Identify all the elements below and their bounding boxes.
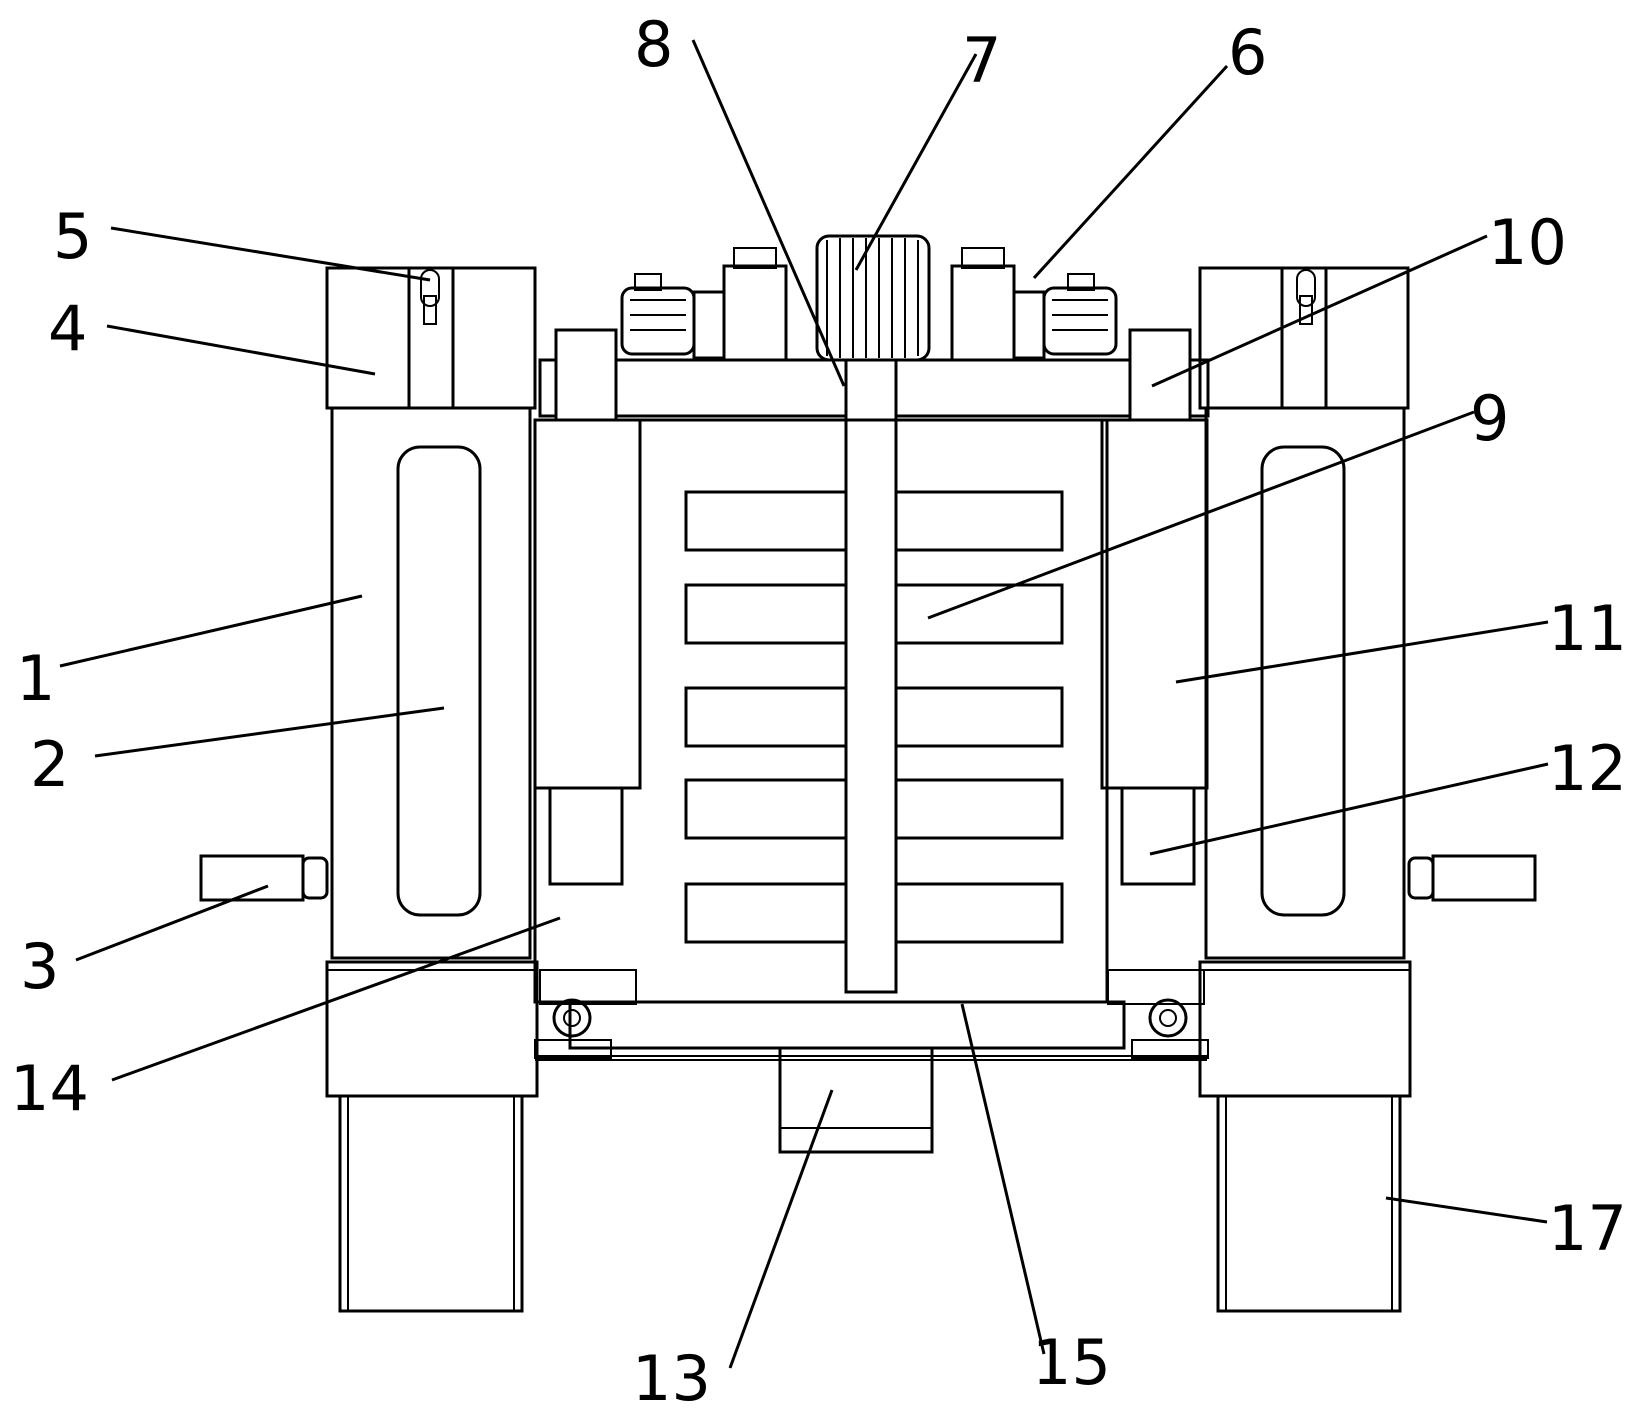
callout-2: 2: [30, 728, 69, 801]
right-clamp-block: [1128, 328, 1192, 422]
right-side-handle: [1407, 854, 1537, 902]
callout-labels: 1 2 3 4 5 6 7 8 9 10 11 12 13 14 15 17: [10, 8, 1627, 1411]
right-top-block-a: [1198, 266, 1284, 410]
leader-15: [960, 1003, 1046, 1355]
leader-6: [1032, 64, 1229, 280]
left-column-assembly: [199, 266, 539, 1313]
right-inner-cylinder-end: [1120, 786, 1196, 886]
callout-9: 9: [1470, 382, 1509, 455]
left-lower-sleeve: [325, 960, 539, 1098]
leader-3: [75, 884, 269, 962]
callout-7: 7: [962, 24, 1001, 97]
left-bolt-icon: [420, 269, 440, 325]
callout-3: 3: [20, 930, 59, 1003]
right-column-body: [1204, 406, 1406, 960]
central-shaft-step: [846, 418, 896, 994]
leader-9: [927, 410, 1475, 620]
callout-6: 6: [1228, 16, 1267, 89]
callout-15: 15: [1032, 1326, 1111, 1399]
right-lower-sleeve: [1198, 960, 1412, 1098]
callout-5: 5: [53, 200, 92, 273]
right-slot-window: [1260, 445, 1346, 917]
leader-7: [854, 53, 978, 271]
callout-11: 11: [1548, 592, 1627, 665]
leader-10: [1151, 234, 1488, 388]
leader-lines: [59, 39, 1549, 1369]
right-motor-icon: [950, 247, 1118, 362]
left-clamp-block: [554, 328, 618, 422]
callout-14: 14: [10, 1052, 89, 1125]
callout-4: 4: [48, 292, 87, 365]
left-foot-leg-edge: [347, 1096, 515, 1311]
gear-icon: [815, 234, 931, 362]
left-inner-cylinder: [533, 418, 642, 790]
left-inner-cylinder-end: [548, 786, 624, 886]
right-foot-leg: [1216, 1094, 1402, 1313]
left-wheel-icon: [534, 969, 637, 1059]
left-motor-icon: [620, 247, 788, 362]
callout-12: 12: [1548, 732, 1627, 805]
leader-14: [111, 916, 561, 1082]
leader-17: [1385, 1196, 1548, 1224]
leader-11: [1175, 620, 1549, 684]
left-slot-window: [396, 445, 482, 917]
leader-5: [110, 226, 431, 282]
left-foot-leg: [338, 1094, 524, 1313]
leader-4: [106, 324, 376, 376]
central-shaft: [844, 358, 898, 994]
leader-13: [728, 1089, 834, 1369]
leader-2: [94, 706, 445, 758]
bottom-rail: [535, 1000, 1207, 1061]
callout-13: 13: [632, 1342, 711, 1411]
right-inner-cylinder: [1100, 418, 1209, 790]
right-bolt-icon: [1296, 269, 1316, 325]
leader-8: [691, 39, 846, 387]
bottom-center-block: [778, 1046, 934, 1154]
right-foot-leg-edge: [1225, 1096, 1393, 1311]
left-column-body: [330, 406, 532, 960]
callout-17: 17: [1548, 1192, 1627, 1265]
left-top-block-b: [451, 266, 537, 410]
leader-12: [1149, 762, 1549, 856]
central-frame: [533, 358, 1209, 1154]
right-wheel-icon: [1107, 969, 1209, 1059]
left-side-handle: [199, 854, 329, 902]
main-frame: [533, 418, 1109, 1004]
left-top-block-a: [325, 266, 411, 410]
callout-8: 8: [634, 8, 673, 81]
callout-1: 1: [16, 642, 55, 715]
callout-10: 10: [1488, 206, 1567, 279]
leader-1: [59, 594, 363, 668]
